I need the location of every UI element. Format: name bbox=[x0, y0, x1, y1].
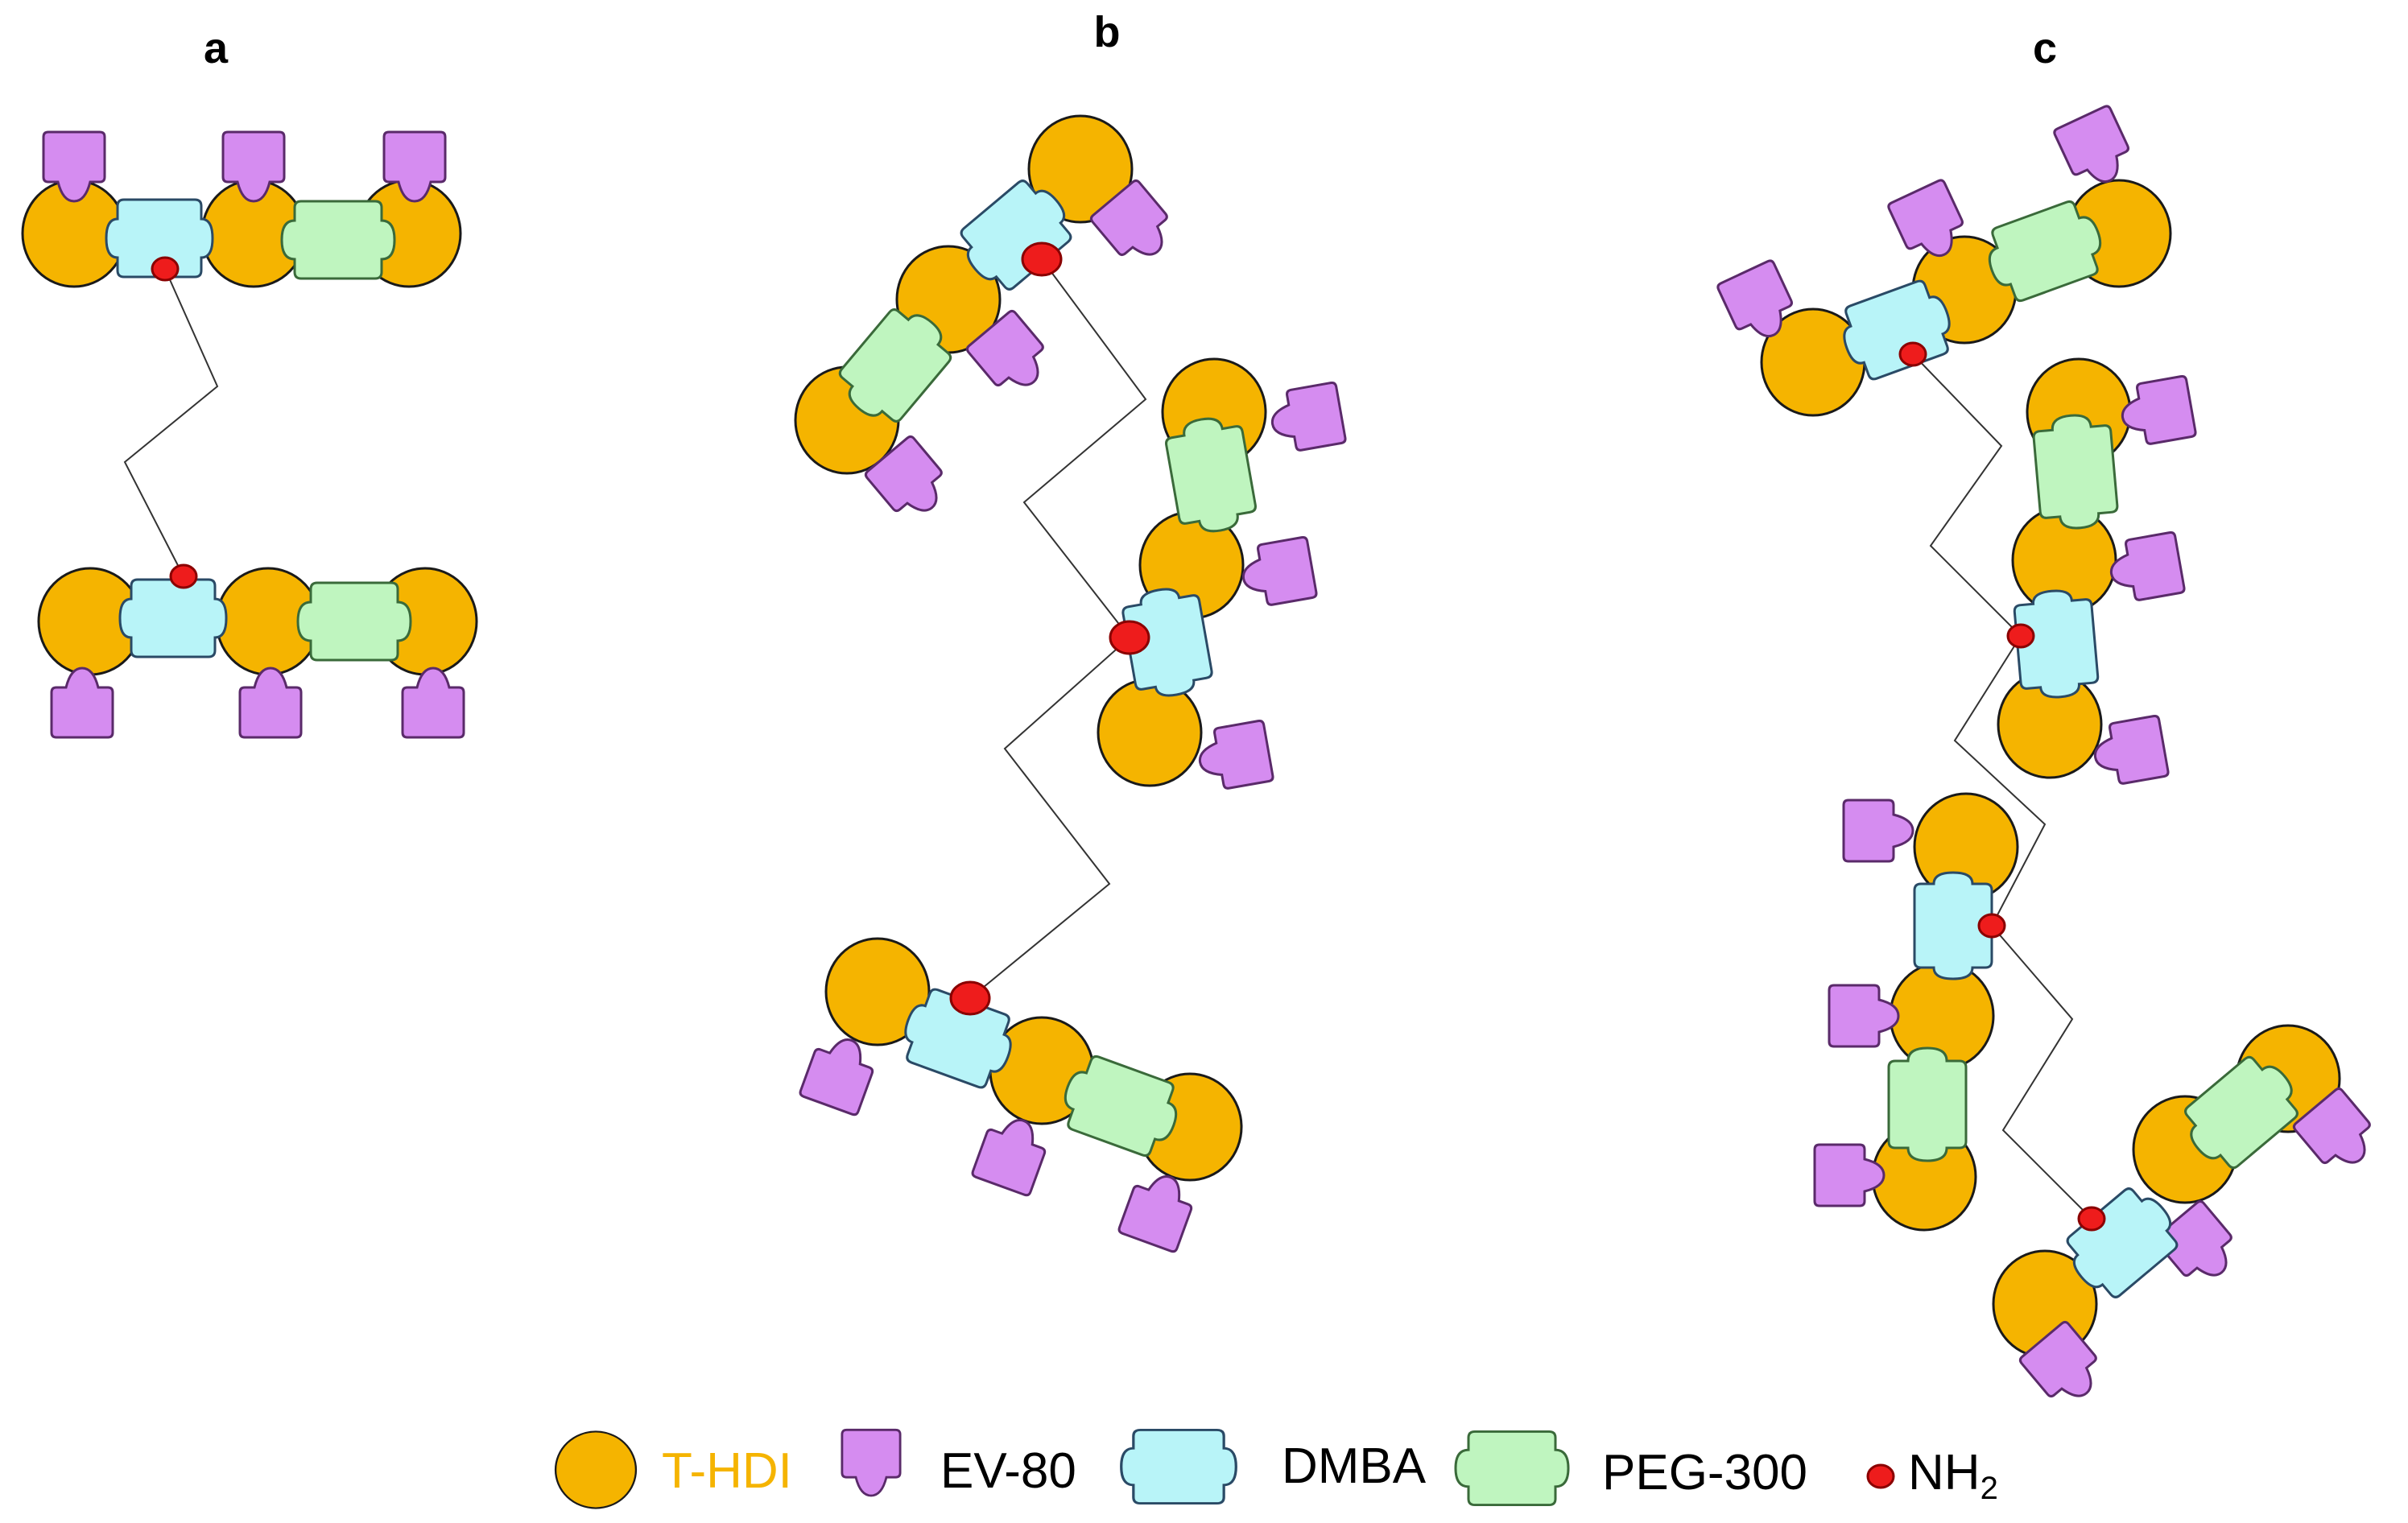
unit-group-left bbox=[1813, 792, 2019, 1232]
panel-b bbox=[794, 114, 1348, 1254]
legend: T-HDI EV-80 DMBA PEG-300 NH2 bbox=[554, 1428, 1998, 1509]
ev80-unit bbox=[238, 667, 303, 739]
ev80-unit bbox=[1828, 984, 1900, 1048]
legend-item-t-hdi: T-HDI bbox=[554, 1430, 792, 1509]
unit-row-bottom bbox=[37, 563, 478, 739]
panel-a bbox=[21, 130, 478, 739]
unit-group-upper-right bbox=[1997, 357, 2198, 789]
nh2-legend-icon bbox=[1866, 1463, 1895, 1489]
chain-link bbox=[1912, 353, 2092, 1220]
ev80-unit bbox=[50, 667, 114, 739]
panel-label-b: b bbox=[1094, 8, 1121, 56]
peg300-unit bbox=[2030, 411, 2121, 533]
ev80-unit bbox=[1813, 1143, 1886, 1207]
dmba-unit bbox=[118, 578, 228, 658]
ev80-legend-icon bbox=[841, 1428, 902, 1497]
chain-link bbox=[123, 268, 219, 577]
panel-label-c: c bbox=[2033, 24, 2057, 72]
unit-group-bottom-right bbox=[1992, 1024, 2385, 1414]
nh2-unit bbox=[1977, 913, 2006, 939]
nh2-label-main: NH bbox=[1908, 1445, 1981, 1500]
peg300-legend-icon bbox=[1454, 1430, 1570, 1507]
nh2-unit bbox=[169, 563, 198, 589]
unit-group-bottom bbox=[798, 937, 1243, 1254]
peg300-unit bbox=[296, 581, 412, 662]
dmba-legend-icon bbox=[1120, 1428, 1237, 1505]
ev80-unit bbox=[2104, 530, 2187, 605]
unit-group-top-left bbox=[794, 114, 1183, 529]
ev80-unit bbox=[2116, 374, 2198, 449]
nh2-unit bbox=[1109, 620, 1150, 655]
legend-item-nh2: NH2 bbox=[1866, 1445, 1998, 1506]
legend-label-dmba: DMBA bbox=[1282, 1438, 1427, 1494]
ev80-unit bbox=[1193, 719, 1275, 794]
legend-label-t-hdi: T-HDI bbox=[662, 1443, 792, 1499]
peg300-unit bbox=[1887, 1046, 1968, 1162]
nh2-unit bbox=[1021, 241, 1063, 277]
peg300-unit bbox=[280, 200, 396, 280]
panel-c bbox=[1715, 103, 2385, 1414]
legend-item-dmba: DMBA bbox=[1120, 1428, 1427, 1505]
unit-group-middle bbox=[1097, 357, 1348, 794]
nh2-unit bbox=[949, 980, 991, 1016]
nh2-unit bbox=[2006, 623, 2035, 649]
legend-label-peg300: PEG-300 bbox=[1602, 1445, 1807, 1500]
t-hdi-unit bbox=[1097, 678, 1203, 787]
legend-label-nh2: NH2 bbox=[1908, 1445, 1998, 1506]
ev80-unit bbox=[1266, 381, 1348, 456]
unit-row-top bbox=[21, 130, 462, 288]
nh2-unit bbox=[1898, 341, 1927, 367]
ev80-unit bbox=[401, 667, 465, 739]
legend-item-ev80: EV-80 bbox=[841, 1428, 1076, 1499]
nh2-label-sub: 2 bbox=[1981, 1471, 1998, 1506]
nh2-unit bbox=[2077, 1206, 2106, 1232]
nh2-unit bbox=[151, 256, 180, 282]
panel-label-a: a bbox=[204, 24, 229, 72]
t-hdi-legend-icon bbox=[554, 1430, 638, 1509]
ev80-unit bbox=[1842, 799, 1914, 863]
legend-item-peg300: PEG-300 bbox=[1454, 1430, 1807, 1507]
legend-label-ev80: EV-80 bbox=[940, 1443, 1076, 1499]
ev80-unit bbox=[1237, 535, 1319, 610]
